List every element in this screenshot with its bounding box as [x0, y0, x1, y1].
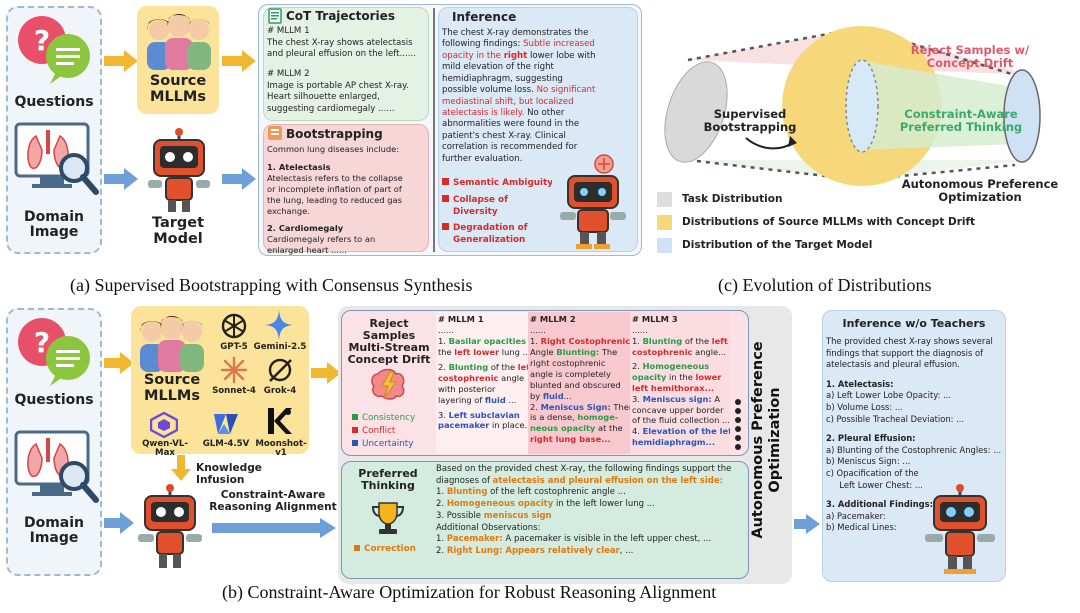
- qwen-logo-icon: [150, 412, 178, 438]
- arrow-yellow-b1: [104, 352, 134, 374]
- supervised-bootstrapping-label: Supervised Bootstrapping: [703, 107, 797, 134]
- mllm-col-1-text: # MLLM 1 ...... 1. Basilar opacities at …: [438, 314, 528, 431]
- target-model-label-a: Target Model: [151, 215, 205, 247]
- gpt-logo-icon: [221, 313, 247, 339]
- caption-a: (a) Supervised Bootstrapping with Consen…: [70, 275, 473, 295]
- robot-icon-b: [138, 484, 202, 568]
- reject-concept-drift-label: Reject Samples w/ Concept Drift: [910, 43, 1030, 70]
- preferred-text: Based on the provided chest X-ray, the f…: [436, 464, 732, 557]
- source-mllms-label-b: Source MLLMs: [143, 372, 201, 404]
- arrow-yellow-b2: [311, 362, 341, 384]
- mllm-col-3-text: # MLLM 3 ...... 1. Blunting of the left …: [632, 314, 730, 448]
- model-label-gemini: Gemini-2.5: [253, 342, 307, 352]
- caption-c: (c) Evolution of Distributions: [718, 275, 932, 295]
- moonshot-logo-icon: [268, 408, 292, 434]
- svg-text:?: ?: [34, 24, 50, 57]
- monitor-lung-icon: [14, 122, 99, 195]
- arrow-blue-b2: [212, 518, 336, 538]
- reject-title: Reject Samples Multi-Stream Concept Drif…: [347, 317, 431, 367]
- mllm-col-3: [630, 312, 730, 454]
- arrow-blue-b3: [794, 514, 820, 534]
- arrow-blue-a2: [222, 168, 256, 190]
- question-icon: ?: [18, 16, 90, 84]
- vertical-optimization-label: [644, 60, 688, 300]
- mllm-col-2-text: # MLLM 2 ...... 1. Right Costophrenic An…: [530, 314, 630, 445]
- broken-robot-icon: [560, 154, 626, 249]
- cot-title: CoT Trajectories: [286, 9, 395, 23]
- cot-trajectories-box: [263, 7, 429, 121]
- questions-label: Questions: [14, 94, 94, 110]
- model-label-gpt5: GPT-5: [220, 342, 248, 352]
- bootstrap-icon: [268, 126, 282, 140]
- trophy-icon: [371, 502, 405, 534]
- caption-b: (b) Constraint-Aware Optimization for Ro…: [222, 582, 717, 602]
- people-group-icon: [147, 14, 211, 70]
- robot-icon-a: [148, 128, 210, 212]
- sonnet-logo-icon: [220, 356, 248, 384]
- question-icon-b: ?: [18, 318, 90, 386]
- legend-swatch-task: [657, 192, 672, 207]
- arrow-down-knowledge: [171, 455, 191, 481]
- knowledge-infusion-label: Knowledge Infusion: [196, 462, 262, 486]
- arrow-yellow-a1: [104, 50, 138, 72]
- gemini-logo-icon: [265, 310, 293, 340]
- constraint-preferred-label: Constraint-Aware Preferred Thinking: [899, 107, 1023, 134]
- domain-image-label-b: Domain Image: [23, 515, 85, 547]
- mllm-col-1: [436, 312, 528, 454]
- distribution-diagram: [664, 26, 1041, 186]
- svg-text:?: ?: [34, 326, 50, 359]
- bootstrapping-box: [263, 124, 429, 252]
- reject-legend: Consistency Conflict Uncertainty: [352, 412, 436, 450]
- panel-a-divider: [433, 8, 435, 252]
- preferred-title: Preferred Thinking: [358, 467, 418, 493]
- preferred-thinking-box: [341, 461, 749, 579]
- model-label-glm: GLM-4.5V: [202, 439, 250, 449]
- source-mllms-label-a: Source MLLMs: [149, 73, 207, 105]
- document-icon: [268, 8, 282, 24]
- grok-logo-icon: [268, 358, 292, 382]
- model-label-moonshot: Moonshot-v1: [255, 439, 307, 459]
- bootstrapping-title: Bootstrapping: [286, 127, 383, 141]
- correction-legend: Correction: [354, 544, 434, 556]
- inference-title-b: Inference w/o Teachers: [842, 317, 986, 330]
- model-label-sonnet: Sonnet-4: [212, 386, 256, 396]
- autonomous-preference-label: Autonomous Preference Optimization: [901, 177, 1059, 204]
- arrow-blue-a1: [104, 168, 138, 190]
- cot-text: # MLLM 1 The chest X-ray shows atelectas…: [267, 26, 416, 115]
- brain-lightning-icon: [371, 368, 405, 400]
- model-label-qwen: Qwen-VL-Max: [142, 439, 188, 459]
- legend-label-task: Task Distribution: [682, 193, 783, 205]
- mllm-col-2: [528, 312, 630, 454]
- arrow-blue-b1: [104, 512, 134, 534]
- domain-image-label: Domain Image: [23, 209, 85, 241]
- glm-logo-icon: [214, 414, 238, 434]
- inference-title-a: Inference: [452, 10, 517, 24]
- inference-issues: Semantic Ambiguity Collapse of Diversity…: [442, 178, 552, 247]
- model-label-grok: Grok-4: [263, 386, 297, 396]
- constraint-alignment-label: Constraint-Aware Reasoning Alignment: [209, 489, 337, 513]
- robot-icon-c: [925, 484, 995, 574]
- vertical-optimization-text: Autonomous Preference Optimization: [750, 341, 784, 539]
- questions-label-b: Questions: [14, 392, 94, 408]
- people-group-icon-b: [140, 316, 204, 372]
- vertical-ellipsis-icon: [735, 399, 741, 450]
- legend-label-target: Distribution of the Target Model: [682, 239, 873, 251]
- inference-text-b: The provided chest X-ray shows several f…: [826, 336, 1002, 533]
- inference-text-a: The chest X-ray demonstrates the followi…: [442, 28, 596, 164]
- legend-label-source: Distributions of Source MLLMs with Conce…: [682, 216, 976, 228]
- arrow-yellow-a2: [222, 50, 256, 72]
- inference-box-b: [822, 310, 1006, 582]
- legend-swatch-target: [657, 238, 672, 253]
- bootstrapping-text: Common lung diseases include: 1. Atelect…: [267, 144, 403, 255]
- legend-swatch-source: [657, 215, 672, 230]
- monitor-lung-icon-b: [14, 430, 99, 503]
